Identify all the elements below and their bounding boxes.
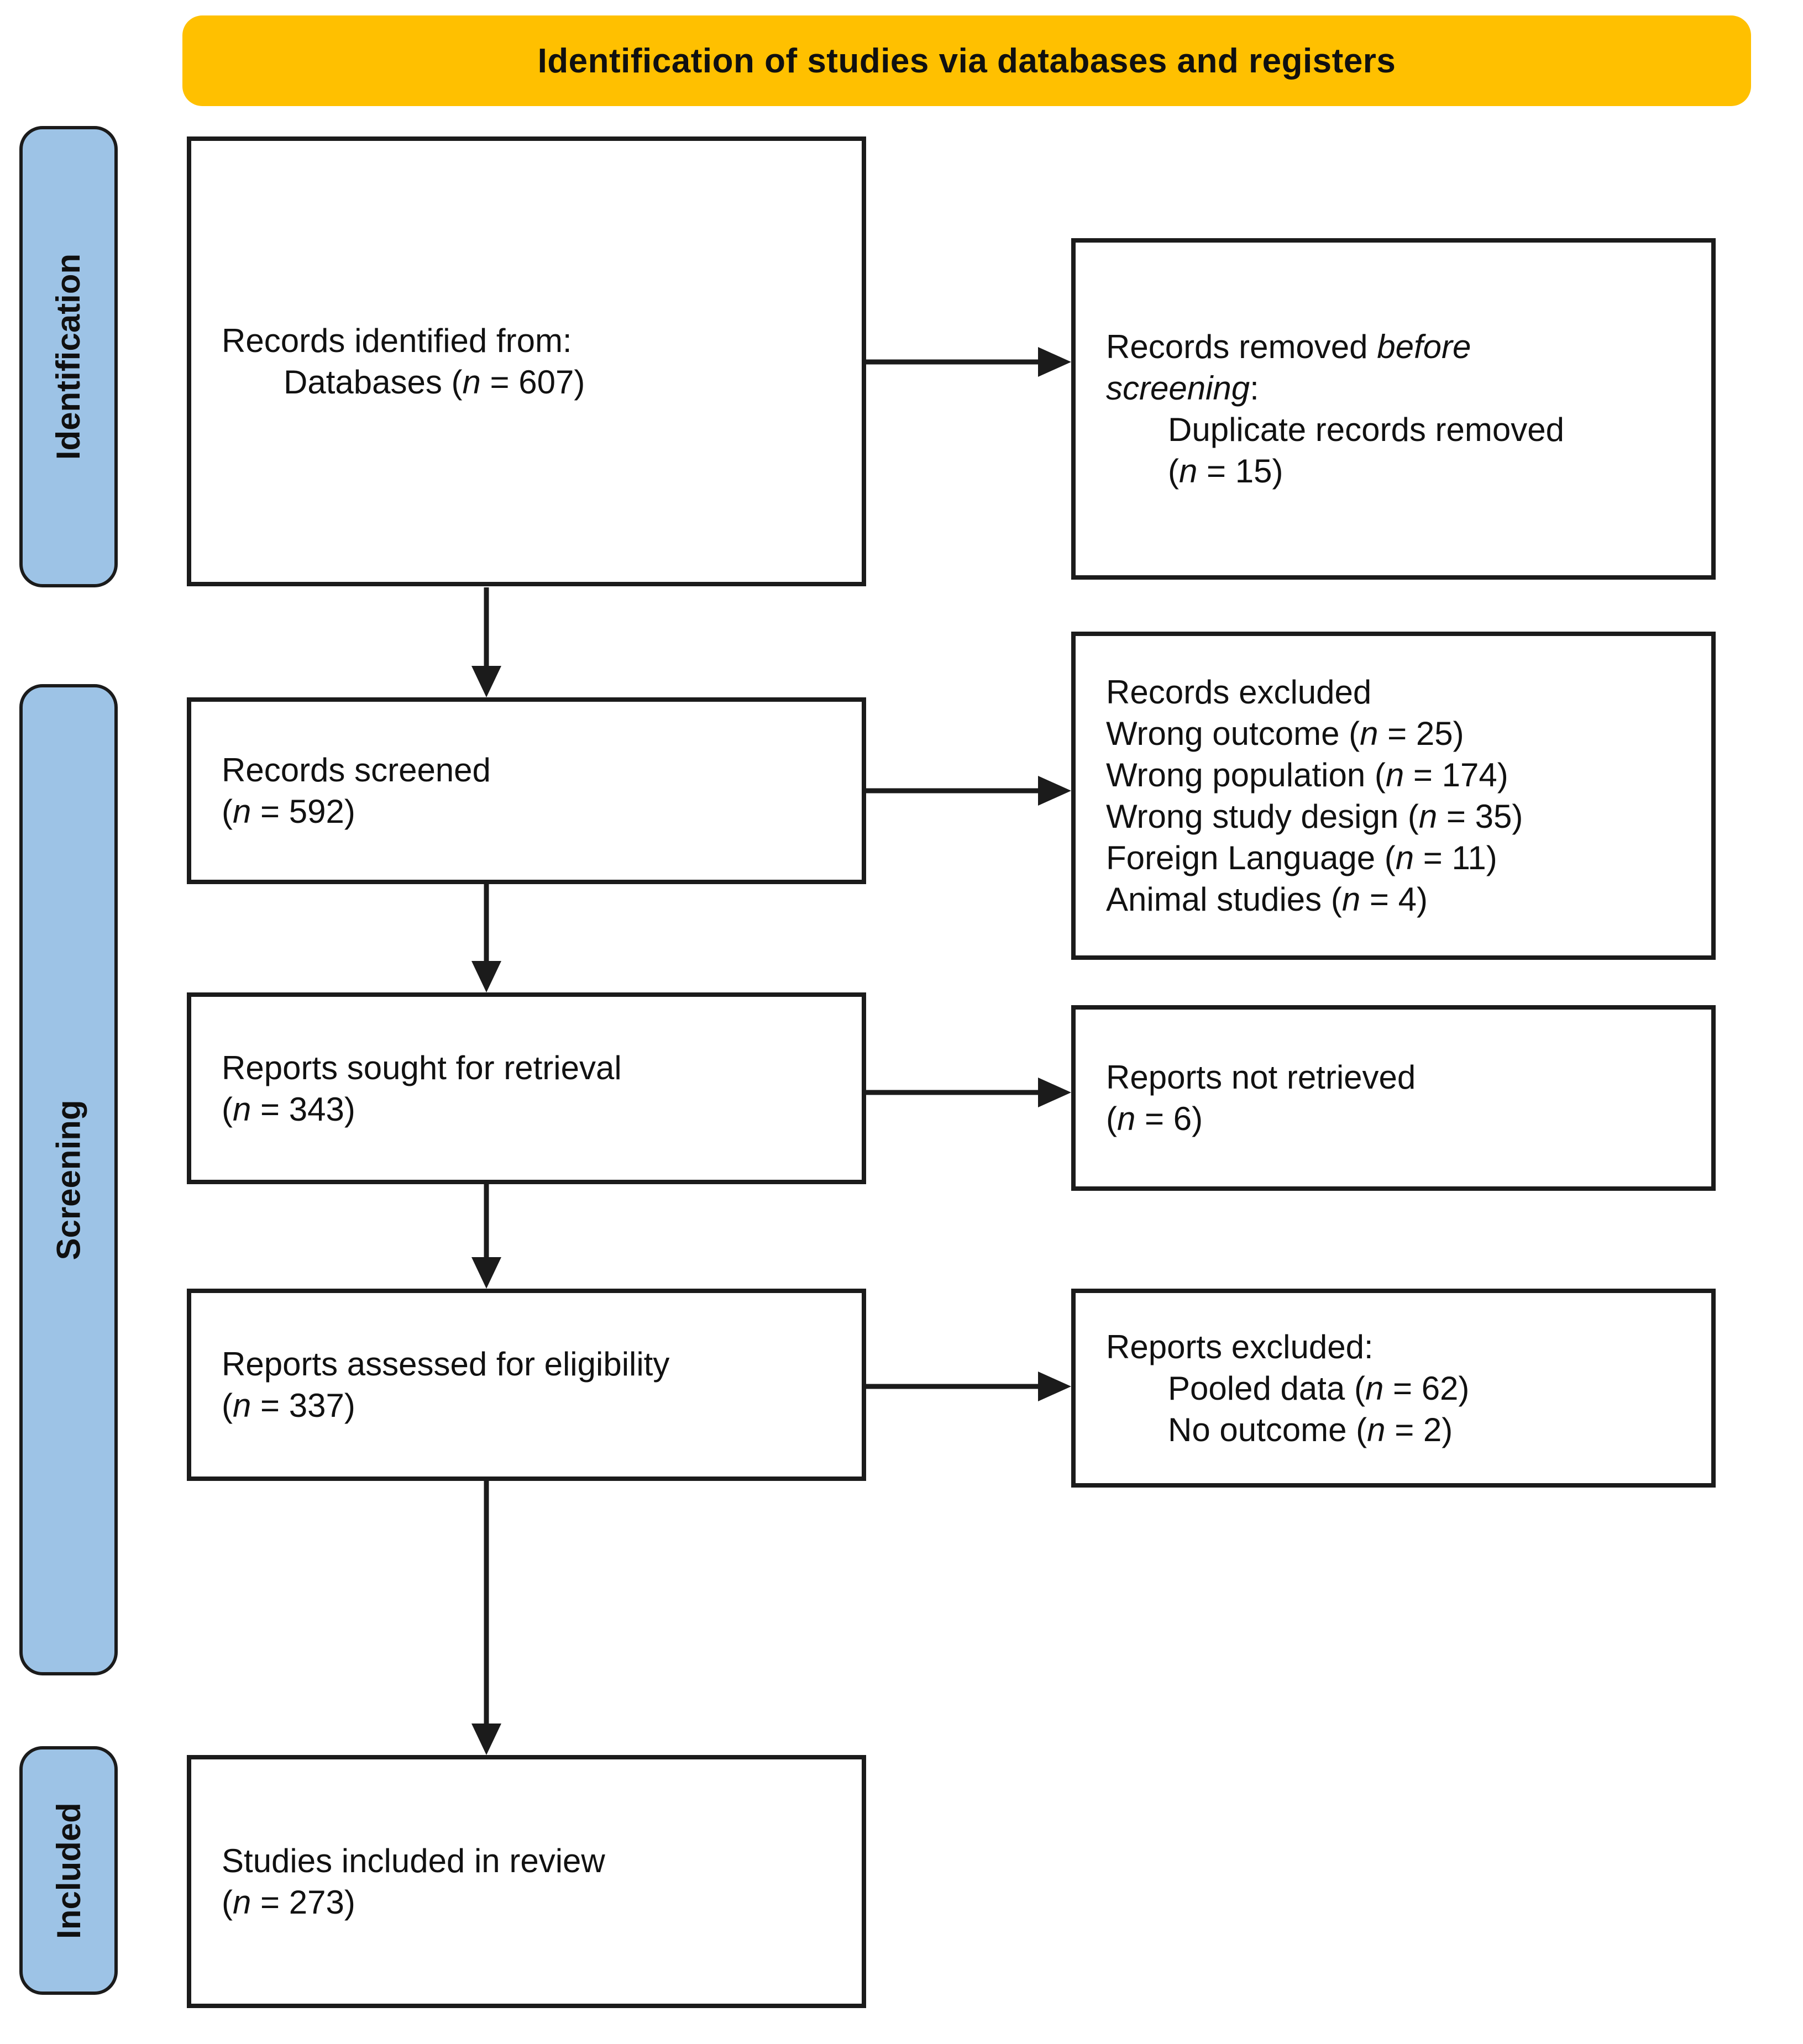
text-line: Reports not retrieved bbox=[1106, 1059, 1416, 1096]
box-reports-sought-for-retrieval: Reports sought for retrieval (n = 343) bbox=[187, 992, 866, 1184]
text-line: (n = 273) bbox=[222, 1884, 355, 1921]
text-line: (n = 337) bbox=[222, 1387, 355, 1424]
box-text: Studies included in review (n = 273) bbox=[191, 1829, 862, 1934]
text-line: No outcome (n = 2) bbox=[1168, 1411, 1453, 1448]
text-line: (n = 15) bbox=[1168, 453, 1283, 490]
text-line: Reports excluded: bbox=[1106, 1328, 1374, 1365]
box-records-removed-before-screening: Records removed before screening: Duplicat… bbox=[1071, 238, 1716, 580]
arrow-right-identified-to-removed bbox=[866, 347, 1071, 377]
arrow-right-sought-to-not-retrieved bbox=[866, 1078, 1071, 1107]
box-text: Reports assessed for eligibility (n = 337… bbox=[191, 1332, 862, 1437]
text-line: Reports assessed for eligibility bbox=[222, 1346, 670, 1383]
text-line: (n = 592) bbox=[222, 793, 355, 830]
box-text: Reports not retrieved (n = 6) bbox=[1076, 1045, 1711, 1150]
text-line: Wrong study design (n = 35) bbox=[1106, 798, 1523, 835]
text-line: Databases (n = 607) bbox=[284, 364, 585, 401]
box-records-identified: Records identified from: Databases (n = 6… bbox=[187, 136, 866, 586]
diagram-title: Identification of studies via databases … bbox=[537, 41, 1396, 80]
arrow-down-assessed-to-included bbox=[471, 1481, 501, 1755]
stage-label-text: Included bbox=[50, 1802, 87, 1939]
text-line: Wrong outcome (n = 25) bbox=[1106, 715, 1464, 752]
text-line: Records excluded bbox=[1106, 674, 1372, 711]
box-text: Reports excluded: Pooled data (n = 62) No … bbox=[1076, 1315, 1711, 1462]
text-line: Foreign Language (n = 11) bbox=[1106, 839, 1497, 876]
box-studies-included-in-review: Studies included in review (n = 273) bbox=[187, 1755, 866, 2008]
arrow-down-identified-to-screened bbox=[471, 587, 501, 697]
arrow-right-assessed-to-reports-excluded bbox=[866, 1372, 1071, 1401]
text-line: Pooled data (n = 62) bbox=[1168, 1369, 1470, 1407]
text-line: screening: bbox=[1106, 370, 1259, 407]
box-records-screened: Records screened (n = 592) bbox=[187, 697, 866, 884]
text-line: Records screened bbox=[222, 752, 491, 789]
text-line: Records identified from: bbox=[222, 322, 572, 359]
stage-label-identification: Identification bbox=[19, 126, 118, 587]
text-line: Reports sought for retrieval bbox=[222, 1049, 622, 1086]
text-line: Duplicate records removed bbox=[1168, 411, 1564, 448]
text-line: (n = 343) bbox=[222, 1090, 355, 1128]
text-line: Animal studies (n = 4) bbox=[1106, 881, 1428, 918]
arrow-down-sought-to-assessed bbox=[471, 1184, 501, 1289]
stage-label-included: Included bbox=[19, 1746, 118, 1995]
arrow-down-screened-to-sought bbox=[471, 884, 501, 992]
box-reports-assessed-for-eligibility: Reports assessed for eligibility (n = 337… bbox=[187, 1289, 866, 1481]
box-text: Records identified from: Databases (n = 6… bbox=[191, 309, 862, 414]
box-text: Records removed before screening: Duplicat… bbox=[1076, 315, 1711, 503]
box-text: Reports sought for retrieval (n = 343) bbox=[191, 1036, 862, 1141]
text-line: Wrong population (n = 174) bbox=[1106, 756, 1508, 794]
text-line: (n = 6) bbox=[1106, 1100, 1203, 1137]
text-line: Records removed before bbox=[1106, 328, 1471, 365]
box-text: Records screened (n = 592) bbox=[191, 738, 862, 843]
stage-label-text: Identification bbox=[50, 253, 87, 460]
title-banner: Identification of studies via databases … bbox=[182, 15, 1751, 106]
arrow-right-screened-to-excluded bbox=[866, 776, 1071, 806]
stage-label-text: Screening bbox=[50, 1099, 87, 1260]
box-reports-excluded: Reports excluded: Pooled data (n = 62) No … bbox=[1071, 1289, 1716, 1488]
text-line: Studies included in review bbox=[222, 1842, 605, 1879]
box-reports-not-retrieved: Reports not retrieved (n = 6) bbox=[1071, 1005, 1716, 1191]
stage-label-screening: Screening bbox=[19, 684, 118, 1675]
